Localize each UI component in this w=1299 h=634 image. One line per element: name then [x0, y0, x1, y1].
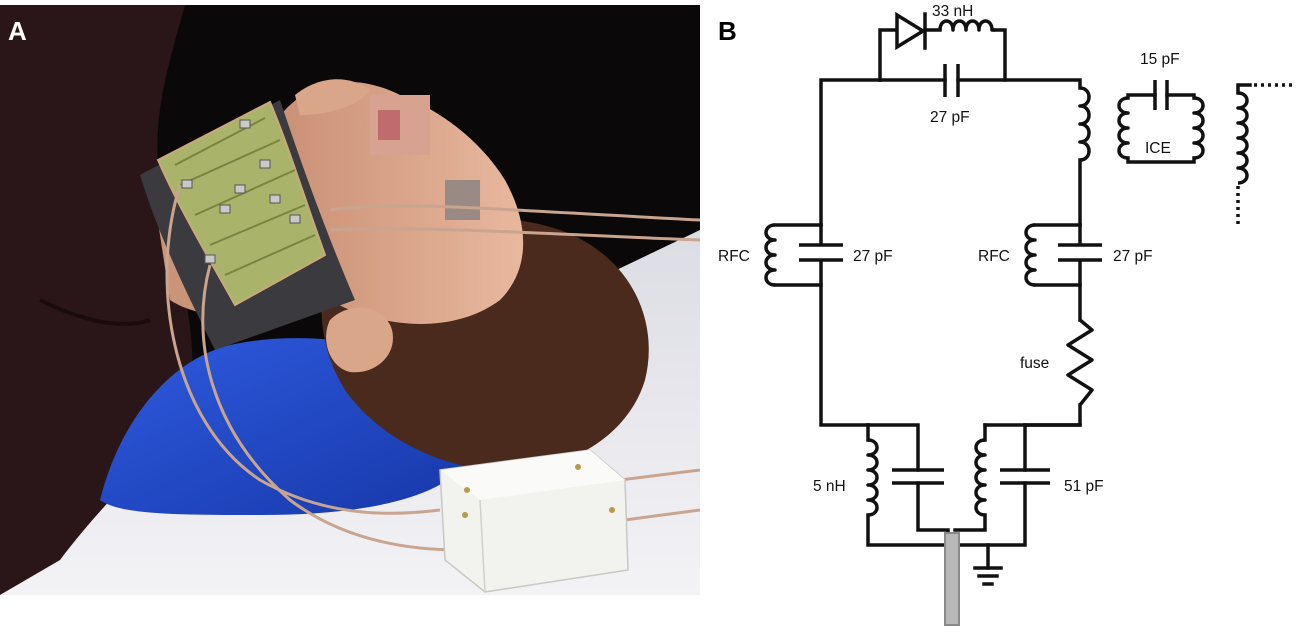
coax-cables — [165, 184, 700, 552]
capacitor-left-label: 27 pF — [853, 248, 893, 265]
panel-a-letter: A — [8, 16, 27, 46]
chin — [295, 79, 370, 115]
loop-inductor — [1078, 86, 1091, 162]
capacitor-right — [1058, 243, 1102, 262]
lips-pixelated — [378, 110, 400, 140]
capacitor-51pf-label: 51 pF — [1064, 478, 1104, 495]
ice-trap — [1117, 80, 1205, 164]
neighbor-coil-partial — [1236, 83, 1294, 224]
fuse-symbol — [1066, 318, 1094, 407]
rfc-right-coil — [1024, 223, 1037, 287]
capacitor-match-left — [892, 468, 944, 485]
panel-b-circuit: B — [718, 3, 1294, 626]
fuse-label: fuse — [1020, 355, 1049, 372]
coax-feed — [944, 532, 960, 626]
rfc-right-label: RFC — [978, 248, 1010, 265]
panel-a-photo — [0, 5, 700, 595]
inductor-match-right — [974, 438, 987, 517]
rfc-left-coil — [764, 223, 777, 287]
ice-label: ICE — [1145, 140, 1171, 157]
panel-b-letter: B — [718, 16, 737, 46]
diode — [895, 11, 927, 51]
capacitor-top — [943, 64, 960, 97]
inductor-5nh-label: 5 nH — [813, 478, 846, 495]
pcb-components — [181, 119, 301, 264]
capacitor-left — [799, 243, 843, 262]
interface-box — [439, 449, 629, 593]
eye-pixelated — [445, 180, 480, 220]
ice-capacitor-label: 15 pF — [1140, 51, 1180, 68]
ear — [326, 307, 393, 373]
shirt-fold — [39, 298, 151, 326]
capacitor-right-label: 27 pF — [1113, 248, 1153, 265]
capacitor-51pf — [1000, 468, 1050, 485]
capacitor-top-label: 27 pF — [930, 109, 970, 126]
inductor-5nh — [866, 438, 879, 517]
rfc-left-label: RFC — [718, 248, 750, 265]
inductor-33nh-label: 33 nH — [932, 3, 973, 20]
inductor-33nh — [938, 19, 995, 32]
circuit-wires — [773, 28, 1082, 586]
